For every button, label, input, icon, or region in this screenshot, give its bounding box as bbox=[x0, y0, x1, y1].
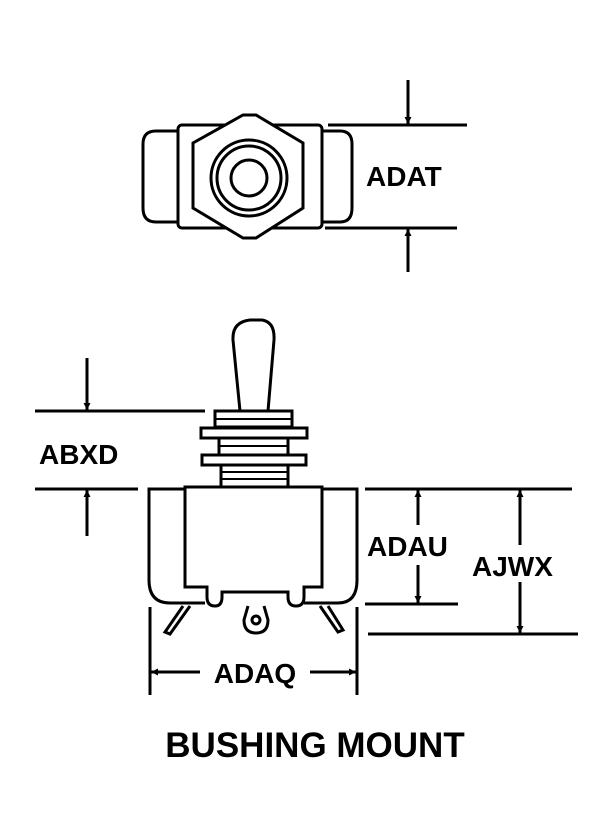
adat-label: ADAT bbox=[366, 161, 442, 192]
adaq-dimension bbox=[148, 607, 359, 695]
diagram-title: BUSHING MOUNT bbox=[165, 726, 464, 765]
adau-label: ADAU bbox=[367, 531, 448, 562]
adat-dimension bbox=[325, 80, 467, 272]
abxd-label: ABXD bbox=[39, 439, 118, 470]
ajwx-label: AJWX bbox=[472, 551, 553, 582]
abxd-dimension bbox=[35, 358, 205, 536]
switch-top-view bbox=[141, 113, 354, 240]
adaq-label: ADAQ bbox=[214, 658, 296, 689]
adau-dimension bbox=[365, 487, 470, 606]
ajwx-dimension bbox=[368, 487, 578, 636]
switch-side-view bbox=[147, 318, 359, 636]
